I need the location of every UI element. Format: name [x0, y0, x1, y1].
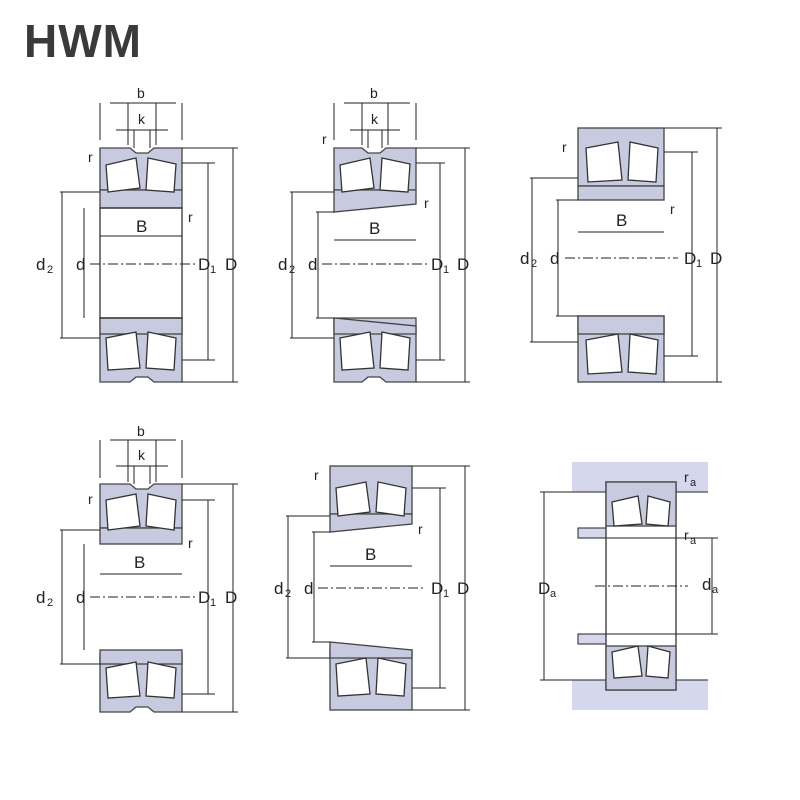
label-r: r [322, 131, 327, 147]
label-D: D [457, 255, 469, 274]
label-D: D [710, 249, 722, 268]
brand-logo: HWM [24, 15, 142, 67]
label-D1-sub: 1 [210, 597, 216, 609]
label-r: r [188, 535, 193, 551]
label-d2: d [36, 255, 45, 274]
label-k: k [138, 111, 146, 127]
label-d2: d [520, 249, 529, 268]
panel-mounting-dimensions: r a r a D a d a [538, 462, 719, 710]
label-k: k [138, 447, 146, 463]
label-r: r [188, 209, 193, 225]
label-D1: D [198, 588, 210, 607]
label-r: r [418, 521, 423, 537]
label-D: D [225, 255, 237, 274]
label-B: B [365, 545, 376, 564]
label-r: r [562, 139, 567, 155]
label-B: B [369, 219, 380, 238]
label-d: d [76, 255, 85, 274]
label-D1-sub: 1 [443, 588, 449, 600]
label-b: b [370, 85, 378, 101]
label-D1-sub: 1 [696, 258, 702, 270]
panel-tapered-bore-with-groove: b k r r B d 2 d D 1 D [278, 85, 470, 383]
label-d2: d [36, 588, 45, 607]
label-b: b [137, 85, 145, 101]
label-Da-sub: a [550, 588, 557, 600]
label-B: B [134, 553, 145, 572]
label-D1: D [684, 249, 696, 268]
label-d2-sub: 2 [285, 588, 291, 600]
label-r: r [314, 467, 319, 483]
label-r: r [88, 491, 93, 507]
label-d2-sub: 2 [289, 264, 295, 276]
label-ra: r [684, 527, 689, 543]
label-ra: r [684, 469, 689, 485]
label-d2: d [274, 579, 283, 598]
panel-tapered-bore-plain: r r B d 2 d D 1 D [274, 465, 470, 711]
label-D1: D [431, 579, 443, 598]
label-da-sub: a [712, 584, 719, 596]
panel-cylindrical-bore-plain: r r B d 2 d D 1 D [520, 127, 722, 383]
label-k: k [371, 111, 379, 127]
label-d2-sub: 2 [47, 597, 53, 609]
label-Da: D [538, 579, 550, 598]
label-D1-sub: 1 [210, 264, 216, 276]
label-d2: d [278, 255, 287, 274]
label-B: B [616, 211, 627, 230]
label-D1: D [431, 255, 443, 274]
label-r: r [670, 201, 675, 217]
label-r: r [424, 195, 429, 211]
label-r: r [88, 149, 93, 165]
label-da: d [702, 575, 711, 594]
label-d: d [76, 588, 85, 607]
label-D1: D [198, 255, 210, 274]
label-D1-sub: 1 [443, 264, 449, 276]
label-d: d [304, 579, 313, 598]
panel-cylindrical-bore-with-groove: b k r r B d 2 d D 1 D [36, 85, 238, 383]
label-d: d [308, 255, 317, 274]
label-d2-sub: 2 [47, 264, 53, 276]
label-D: D [225, 588, 237, 607]
panel-cylindrical-bore-with-groove-variant: b k r r B d 2 d D 1 D [36, 423, 238, 713]
label-D: D [457, 579, 469, 598]
label-d: d [550, 249, 559, 268]
label-ra-sub: a [690, 477, 697, 489]
label-ra-sub: a [690, 535, 697, 547]
label-B: B [136, 217, 147, 236]
label-d2-sub: 2 [531, 258, 537, 270]
label-b: b [137, 423, 145, 439]
